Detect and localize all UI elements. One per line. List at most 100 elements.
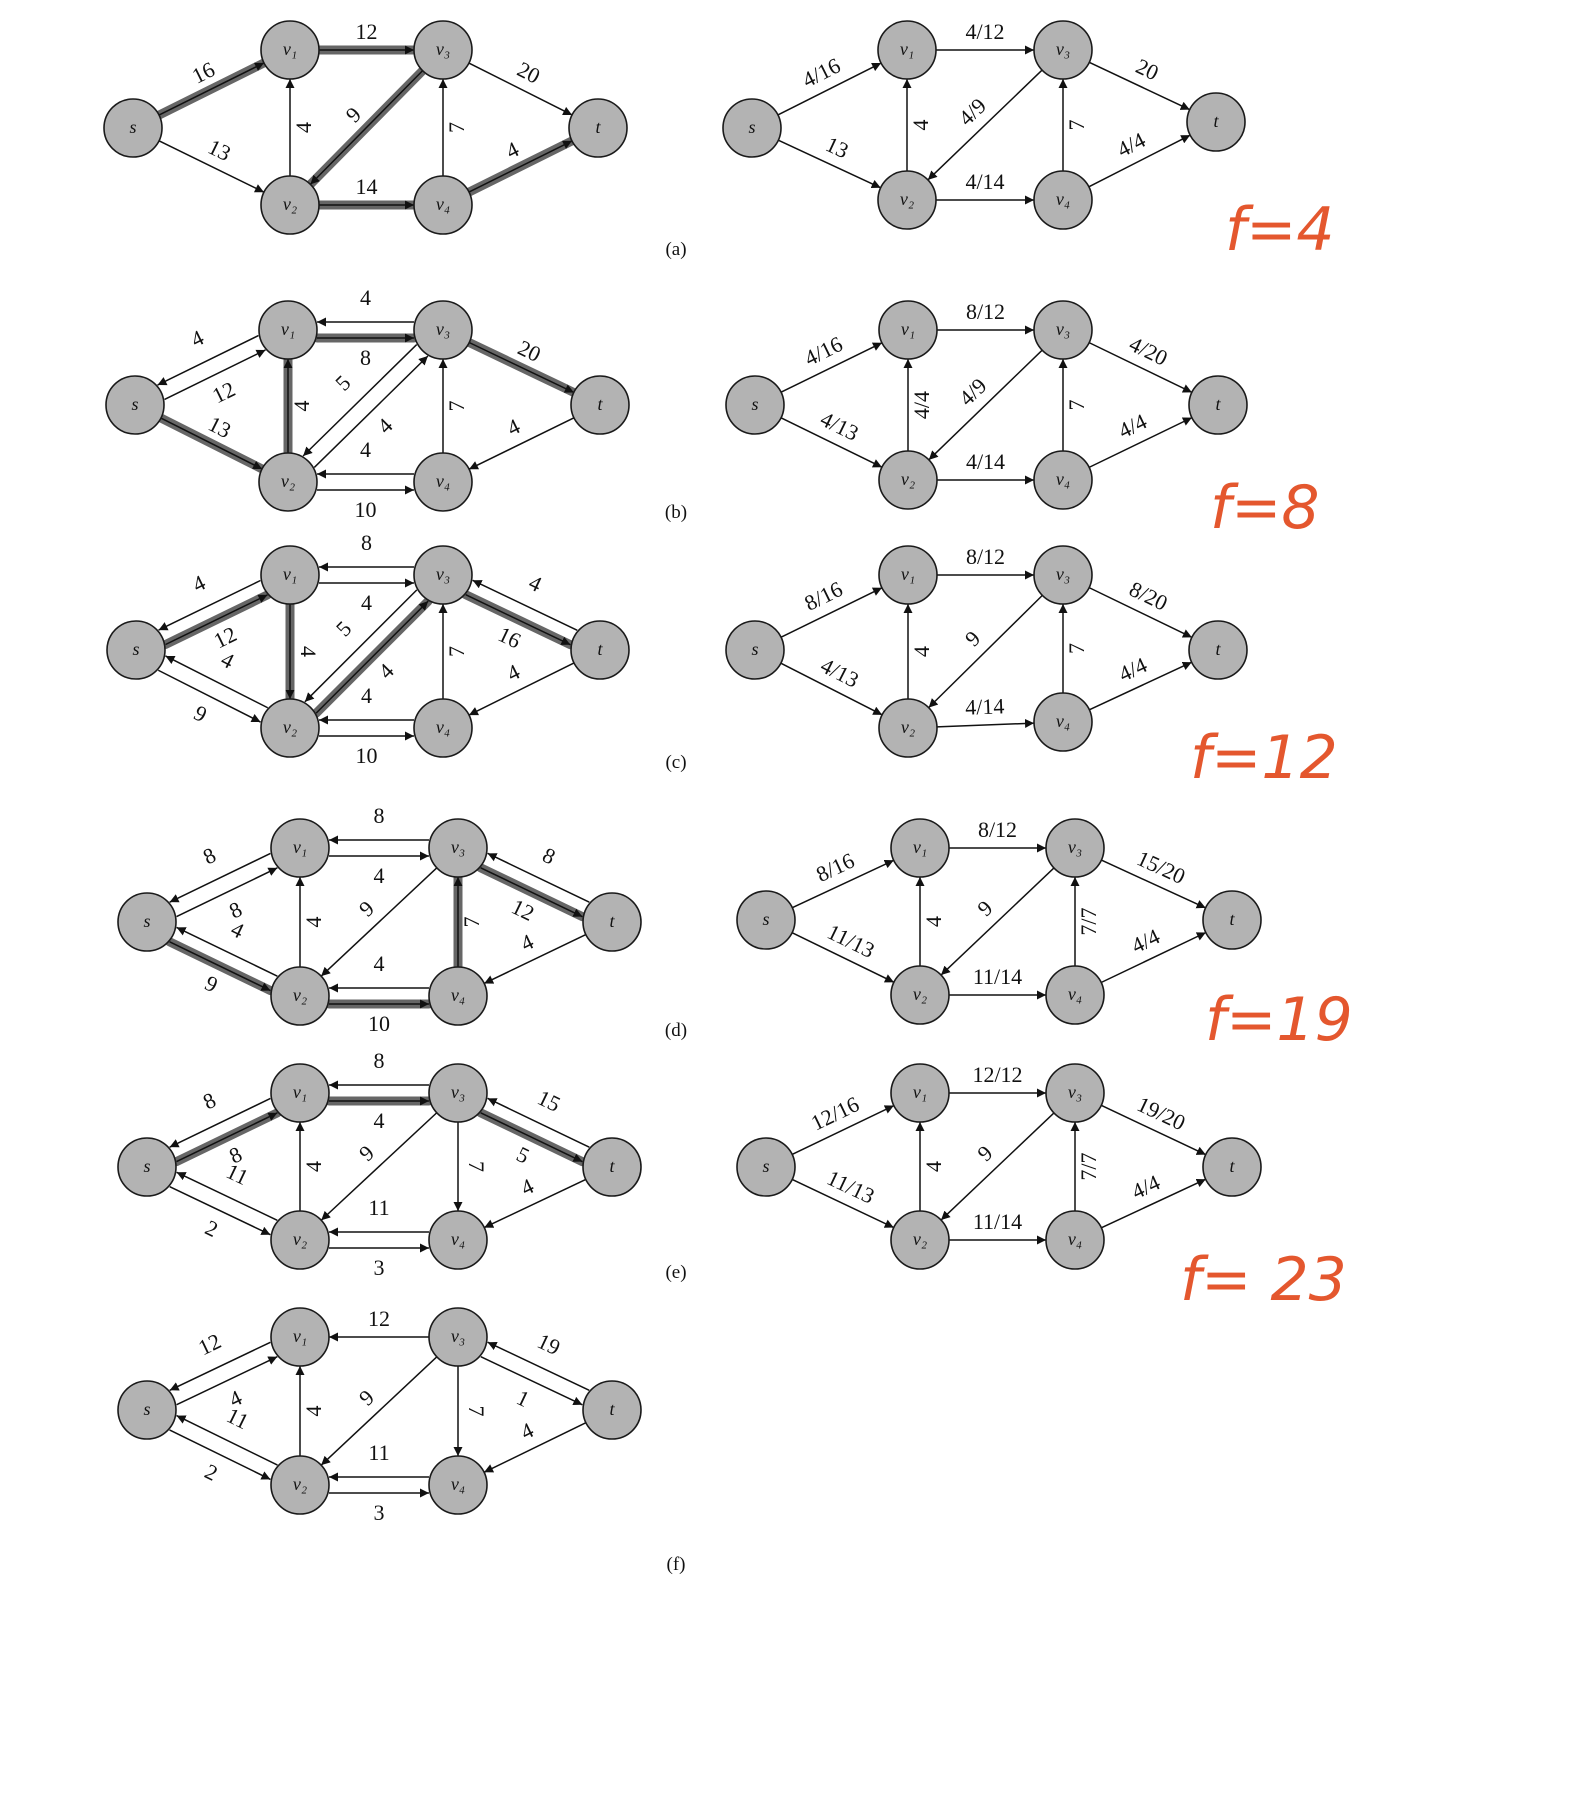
- panel-1-residual-label-b-v2-v4: 10: [355, 497, 377, 522]
- panel-2-residual-node-s: [106, 620, 166, 680]
- panel-5-residual-node-label-t: t: [609, 1399, 615, 1419]
- panel-4-residual-node-label-v1: v₁: [293, 1082, 307, 1102]
- panel-4-flow-node-label-v1: v₁: [913, 1082, 927, 1102]
- panel-0-flow-node-s: [722, 98, 782, 158]
- panel-1-flow-label-bf-s-v1: 4/16: [800, 331, 846, 371]
- panel-3-flow-label-df-v2-v4: 11/14: [973, 964, 1022, 989]
- panel-2-flow-node-label-v2: v₂: [901, 717, 915, 737]
- panel-1-flow-edge-bf-v3-t: [1088, 341, 1193, 394]
- panel-2-residual-edge-c-t-v4: [468, 662, 575, 716]
- panel-4-flow-node-label-v4: v₄: [1068, 1229, 1082, 1249]
- panel-3-residual-node-v3: [428, 818, 488, 878]
- panel-2-residual-node-label-v2: v₂: [283, 717, 297, 737]
- panel-2-flow-annotation: f=12: [1190, 723, 1338, 793]
- panel-5-residual-node-label-v2: v₂: [293, 1474, 307, 1494]
- panel-0-residual-label-a-v3-v2: 9: [341, 102, 367, 127]
- panel-3-flow-label-df-v1-v3: 8/12: [978, 817, 1017, 842]
- panel-0-residual-label-a-s-v2: 13: [204, 134, 235, 166]
- panel-5-residual-label-f-v3-t: 1: [513, 1385, 534, 1412]
- panel-1-flow-node-t: [1188, 375, 1248, 435]
- panel-4-flow-edge-ef-s-v2: [791, 1178, 895, 1229]
- panel-4-residual-label-e-t-v3: 15: [534, 1085, 565, 1117]
- panel-2-residual-label-c-v3-v1: 8: [361, 530, 372, 555]
- panel-0-residual-node-s: [103, 98, 163, 158]
- panel-3-residual-label-d-t-v3: 8: [539, 842, 560, 869]
- panel-5-residual-label-f-t-v3: 19: [534, 1328, 565, 1360]
- panel-1-residual-node-label-s: s: [131, 394, 138, 414]
- panel-2-residual-label-c-s-v1: 12: [210, 621, 241, 653]
- panel-5-residual-label-f-v2-v1: 4: [301, 1406, 326, 1417]
- panel-4-flow-node-label-s: s: [762, 1156, 769, 1176]
- panel-0-residual-node-label-t: t: [595, 117, 601, 137]
- panel-0-flow-edge-af-s-v1: [777, 62, 882, 116]
- panel-1-residual-node-v4: [413, 452, 473, 512]
- panel-4-residual-node-v1: [270, 1063, 330, 1123]
- panel-4-residual-node-label-v4: v₄: [451, 1229, 465, 1249]
- panel-0-residual-edge-a-s-v1: [158, 62, 265, 116]
- panel-5-residual-edge-f-v3-t: [480, 1355, 583, 1406]
- panel-0-flow-node-label-v1: v₁: [900, 39, 914, 59]
- panel-3-residual-label-d-v4-v3: 7: [459, 917, 484, 928]
- panel-4-residual-label-e-v2-s: 11: [223, 1158, 253, 1190]
- panel-5-residual-label-f-v2-v4: 3: [374, 1500, 385, 1525]
- panel-1-flow-edge-bf-s-v1: [780, 342, 883, 393]
- panel-4-residual-edge-e-v3-t: [480, 1112, 583, 1163]
- panel-1-flow-edge-bf-v3-v2: [928, 349, 1043, 461]
- panel-1-flow-node-v2: [878, 450, 938, 510]
- panel-2-residual-node-v2: [260, 698, 320, 758]
- panel-3-flow-node-label-v2: v₂: [913, 984, 927, 1004]
- panel-2-residual-edge-c-v3-t: [465, 594, 571, 646]
- panel-4-residual-edge-e-v1-s: [169, 1097, 271, 1148]
- panel-2-flow-node-label-v1: v₁: [901, 564, 915, 584]
- panel-3-residual-node-t: [582, 892, 642, 952]
- panel-4-residual-label-e-v4-v2: 11: [368, 1195, 389, 1220]
- panel-0-flow-label-af-v4-v3: 7: [1064, 120, 1089, 131]
- panel-5-residual-label-f-v3-v1: 12: [368, 1306, 390, 1331]
- panel-4-residual-label-e-v3-v1: 8: [374, 1048, 385, 1073]
- panel-0-flow-label-af-s-v2: 13: [822, 131, 852, 163]
- panel-3-residual-label-d-v1-v3: 4: [374, 863, 385, 888]
- panel-2-flow-node-v4: [1033, 692, 1093, 752]
- panel-0-flow-edge-af-v3-t: [1088, 61, 1191, 111]
- panel-0-residual-node-v1: [260, 20, 320, 80]
- panel-0-flow-annotation: f=4: [1225, 195, 1335, 265]
- panel-4-flow-label-ef-s-v2: 11/13: [823, 1165, 878, 1209]
- panel-4-flow-node-v2: [890, 1210, 950, 1270]
- panel-2-residual-node-t: [570, 620, 630, 680]
- panel-1-flow-node-v1: [878, 300, 938, 360]
- panel-3-residual-node-label-v3: v₃: [451, 837, 465, 857]
- panel-2-caption: (c): [665, 752, 686, 773]
- panel-1-residual-label-b-v4-v3: 7: [444, 401, 469, 412]
- panel-3-residual-label-d-s-v2: 9: [201, 970, 222, 997]
- panel-3-residual-node-label-v4: v₄: [451, 985, 465, 1005]
- panel-1-flow-edge-bf-v4-t: [1088, 416, 1193, 469]
- panel-3-residual-label-d-v1-s: 8: [199, 842, 220, 869]
- panel-5-residual-edge-f-t-v3: [487, 1341, 590, 1392]
- panel-4-residual-node-v3: [428, 1063, 488, 1123]
- panel-4-flow-edge-ef-v3-t: [1100, 1104, 1207, 1156]
- panel-2-flow-node-v3: [1033, 545, 1093, 605]
- panel-4-flow-label-ef-s-v1: 12/16: [807, 1091, 863, 1135]
- panel-2-flow-label-cf-v2-v4: 4/14: [965, 693, 1005, 719]
- panel-1-flow-node-s: [725, 375, 785, 435]
- panel-1-flow-node-label-v4: v₄: [1056, 469, 1070, 489]
- panel-0-residual-label-a-v2-v4: 14: [356, 174, 378, 199]
- panel-1-residual-label-b-v1-s: 4: [187, 325, 208, 352]
- panel-0-residual-label-a-v2-v1: 4: [291, 122, 316, 133]
- panel-0-flow-label-af-v2-v4: 4/14: [965, 169, 1004, 194]
- panel-0-residual-node-v2: [260, 175, 320, 235]
- panel-2-flow-node-v2: [878, 698, 938, 758]
- panel-3-residual-edge-d-t-v4: [483, 933, 587, 985]
- panel-2-flow-label-cf-s-v1: 8/16: [800, 576, 846, 616]
- panel-4-residual-edge-e-t-v4: [483, 1178, 587, 1229]
- panel-2-residual-edge-c-s-v1: [165, 594, 268, 646]
- panel-4-flow-node-label-v2: v₂: [913, 1229, 927, 1249]
- panel-3-flow-node-v2: [890, 965, 950, 1025]
- panel-3-residual-node-s: [117, 892, 177, 952]
- panel-0-residual-node-label-v3: v₃: [436, 39, 450, 59]
- panel-0-flow-node-label-v4: v₄: [1056, 189, 1070, 209]
- panel-3-residual-edge-d-v1-s: [169, 852, 271, 903]
- panel-2-residual-node-v4: [413, 698, 473, 758]
- panel-2-flow-label-cf-v4-v3: 7: [1064, 643, 1089, 654]
- panel-2-flow-node-label-s: s: [751, 639, 758, 659]
